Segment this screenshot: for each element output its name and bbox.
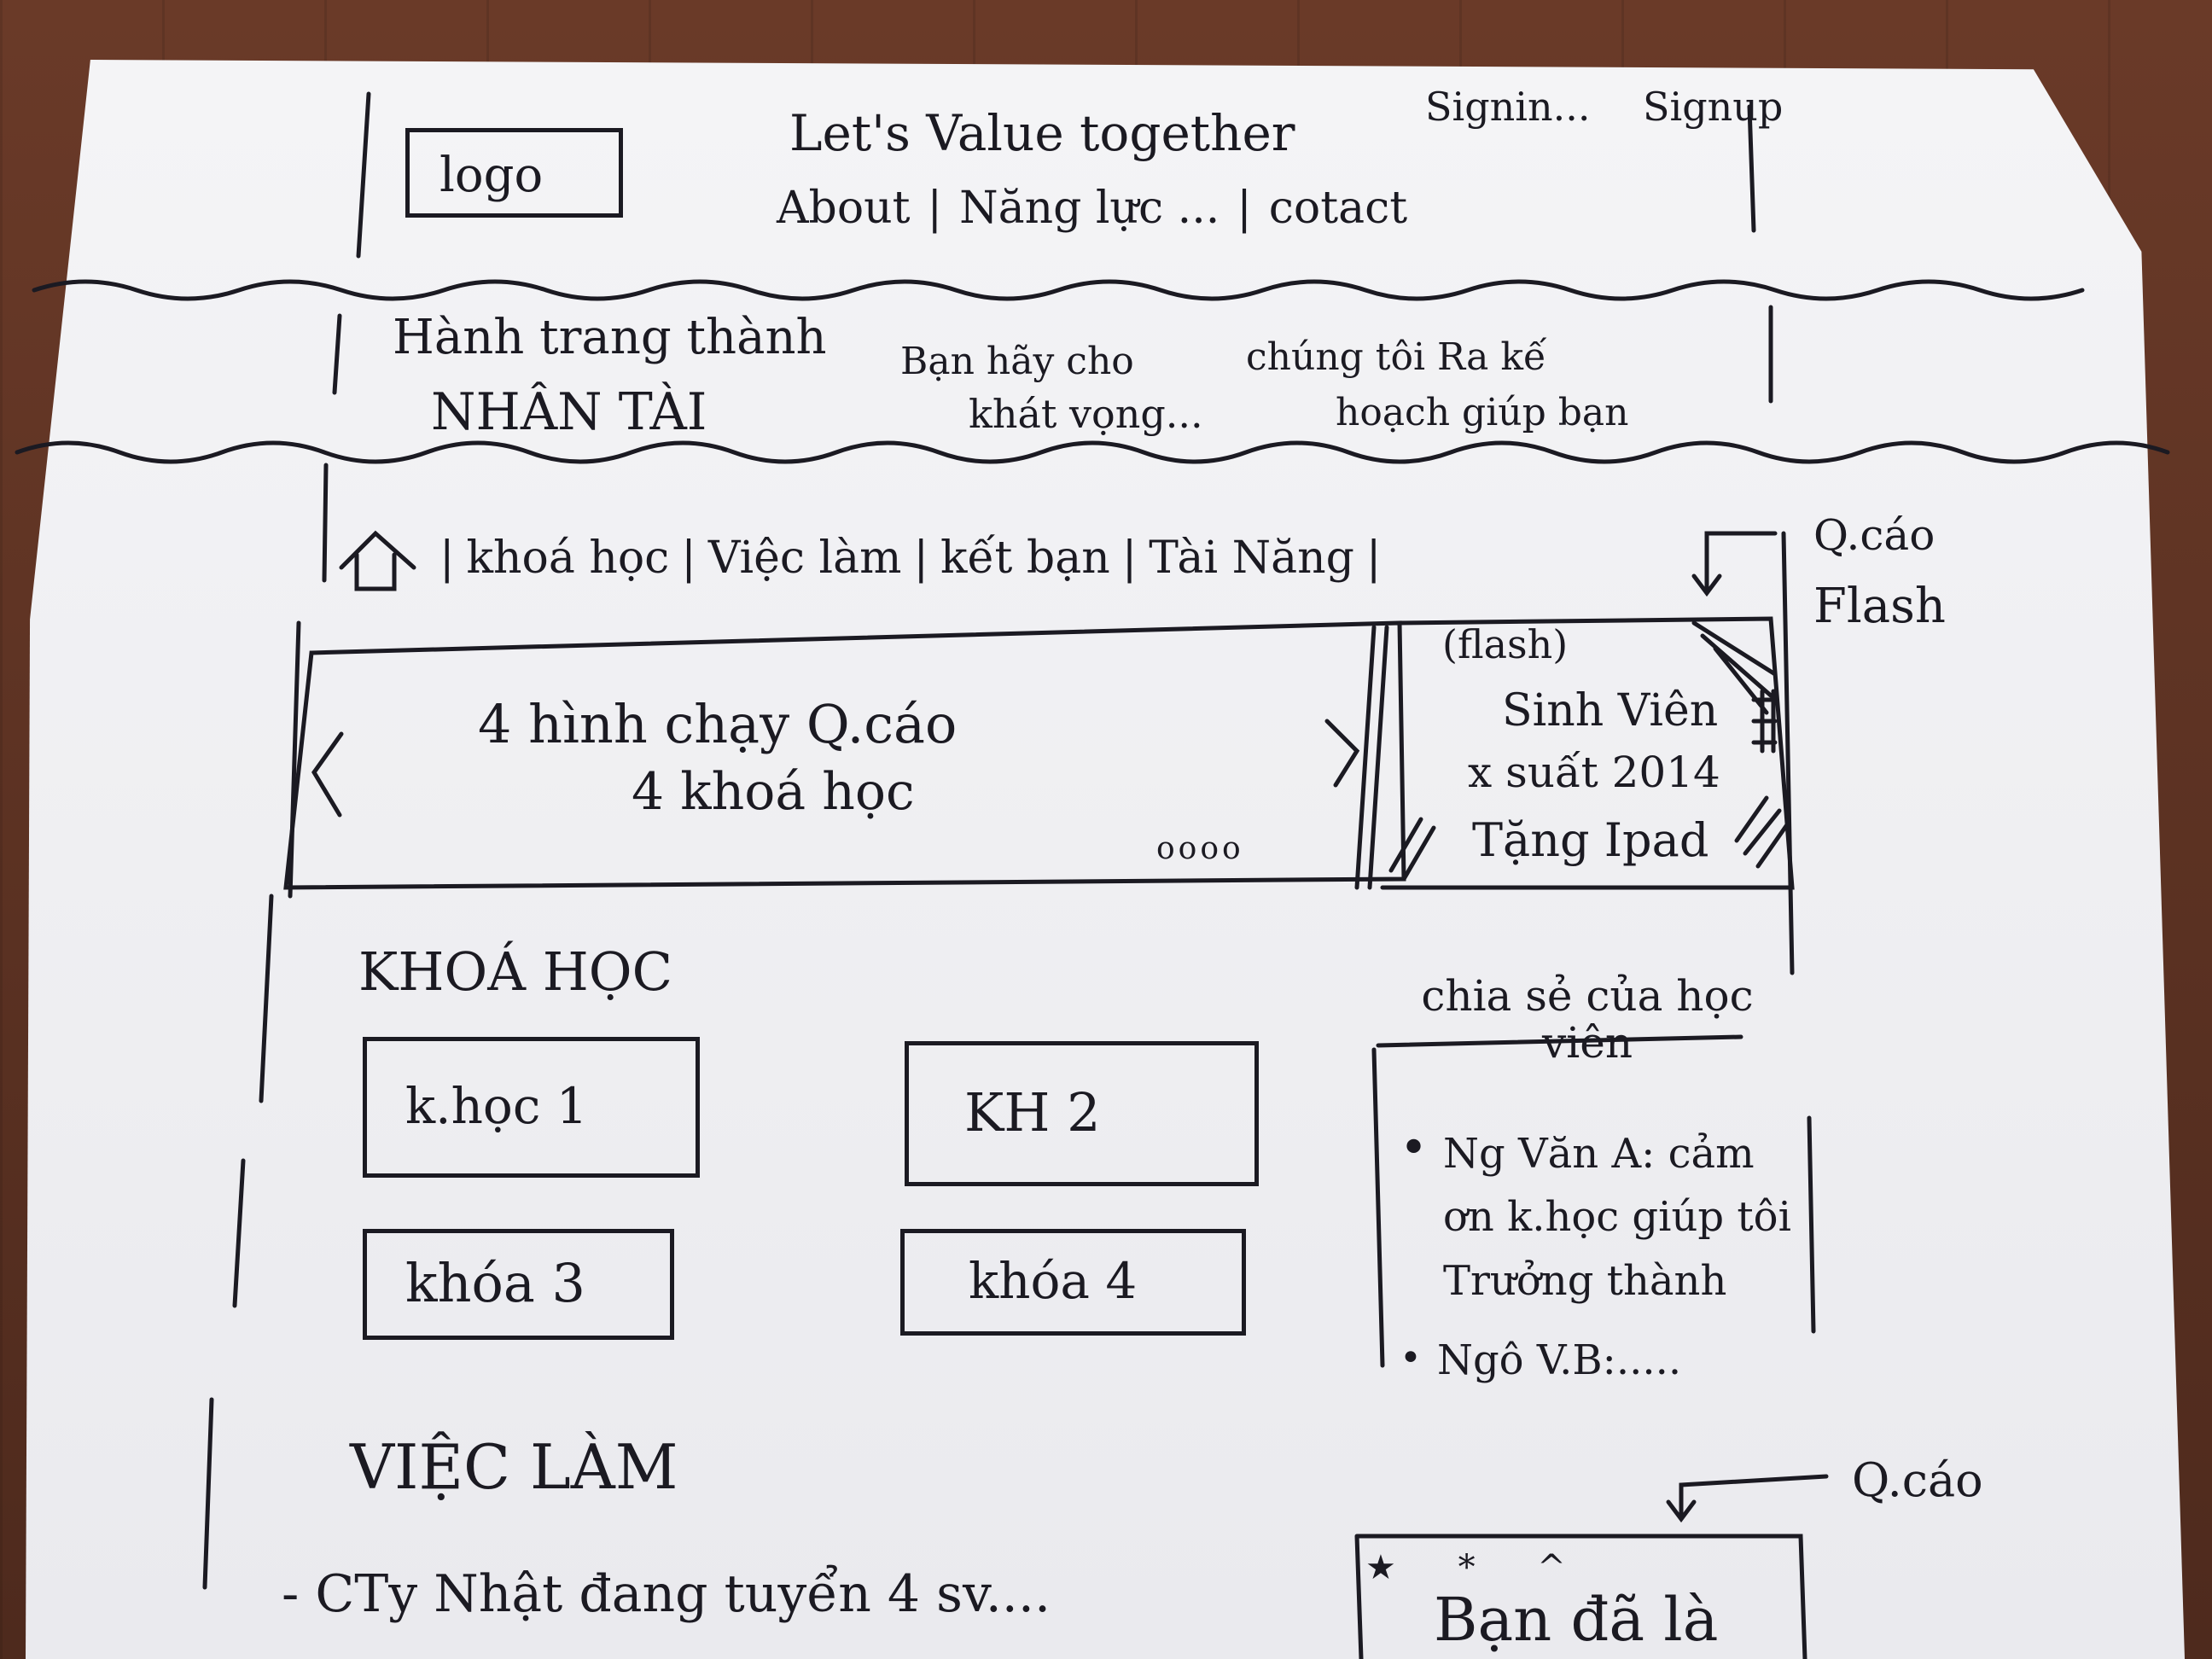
banner-text-right-line1: chúng tôi Ra kế <box>1246 335 1547 379</box>
flash-ad-line3[interactable]: Tặng Ipad <box>1472 813 1709 867</box>
bullet-icon: • <box>1400 1121 1429 1176</box>
course-card-2[interactable]: KH 2 <box>905 1041 1259 1186</box>
wavy-separator-top <box>32 279 2085 301</box>
banner-text-left-line1: Bạn hãy cho <box>900 340 1134 383</box>
flash-ad-annotation-line1: Q.cáo <box>1813 510 1936 560</box>
course-card-1[interactable]: k.học 1 <box>363 1037 700 1178</box>
header-right-edge <box>1747 104 1756 233</box>
flash-ad-line1[interactable]: Sinh Viên <box>1502 685 1719 736</box>
menu-item-ket-ban[interactable]: kết bạn <box>940 533 1110 585</box>
tagline: Let's Value together <box>789 104 1295 162</box>
main-menu: | khoá học | Việc làm | kết bạn | Tài Nă… <box>439 533 1382 585</box>
flash-ad-annotation-line2: Flash <box>1813 579 1946 634</box>
course-card-label: khóa 3 <box>405 1252 585 1314</box>
course-card-label: k.học 1 <box>405 1077 588 1135</box>
course-card-4[interactable]: khóa 4 <box>900 1229 1246 1336</box>
top-nav: About | Năng lực ... | cotact <box>777 183 1408 235</box>
slider-line2: 4 khoá học <box>632 762 915 822</box>
banner-text-right-line2: hoạch giúp bạn <box>1336 391 1629 434</box>
course-card-3[interactable]: khóa 3 <box>363 1229 674 1340</box>
slider-next-arrow <box>1324 719 1360 788</box>
signup-link[interactable]: Signup <box>1643 84 1784 130</box>
testimonial-item[interactable]: • Ng Văn A: cảm ơn k.học giúp tôi Trưởng… <box>1400 1122 1809 1313</box>
bullet-icon: • <box>1400 1336 1422 1381</box>
testimonial-list: • Ng Văn A: cảm ơn k.học giúp tôi Trưởng… <box>1400 1122 1809 1383</box>
testimonial-text: Ngô V.B:..... <box>1436 1336 1682 1385</box>
course-card-label: KH 2 <box>964 1081 1101 1144</box>
wavy-separator-bottom <box>15 440 2170 464</box>
banner-text-left-line2: khát vọng... <box>969 391 1203 437</box>
flash-ad-tag: (flash) <box>1442 621 1569 667</box>
courses-heading: KHOÁ HỌC <box>358 940 673 1003</box>
menu-item-khoa-hoc[interactable]: khoá học <box>466 533 670 585</box>
nav-contact[interactable]: cotact <box>1268 183 1408 235</box>
slider-line1: 4 hình chạy Q.cáo <box>478 693 958 755</box>
testimonial-text: Ng Văn A: cảm ơn k.học giúp tôi Trưởng t… <box>1443 1130 1791 1305</box>
slider-dots[interactable]: oooo <box>1156 831 1244 866</box>
menu-item-viec-lam[interactable]: Việc làm <box>707 533 902 585</box>
menu-item-tai-nang[interactable]: Tài Năng <box>1149 533 1354 585</box>
testimonials-heading: chia sẻ của học viên <box>1421 971 1754 1068</box>
banner-title-line1: Hành trang thành <box>393 310 827 365</box>
logo-box[interactable]: logo <box>405 128 623 218</box>
bottom-ad-annotation: Q.cáo <box>1852 1453 1983 1507</box>
course-card-label: khóa 4 <box>969 1252 1138 1310</box>
testimonial-item[interactable]: • Ngô V.B:..... <box>1400 1336 1809 1385</box>
bottom-ad-text[interactable]: Bạn đã là <box>1434 1585 1719 1655</box>
job-item[interactable]: - CTy Nhật đang tuyển 4 sv.... <box>282 1564 1051 1624</box>
sketch-paper <box>26 60 2185 1659</box>
logo-text: logo <box>439 148 544 203</box>
banner-title-line2: NHÂN TÀI <box>431 382 707 442</box>
jobs-heading: VIỆC LÀM <box>350 1431 678 1503</box>
header-left-edge <box>356 91 371 259</box>
home-icon <box>339 530 416 591</box>
slider-prev-arrow <box>311 731 344 818</box>
nav-nang-luc[interactable]: Năng lực ... <box>959 183 1220 235</box>
star-icon: ★ * ^ <box>1365 1548 1592 1587</box>
nav-about[interactable]: About <box>777 183 911 235</box>
signin-link[interactable]: Signin... <box>1425 84 1591 130</box>
flash-ad-line2[interactable]: x suất 2014 <box>1468 748 1720 797</box>
